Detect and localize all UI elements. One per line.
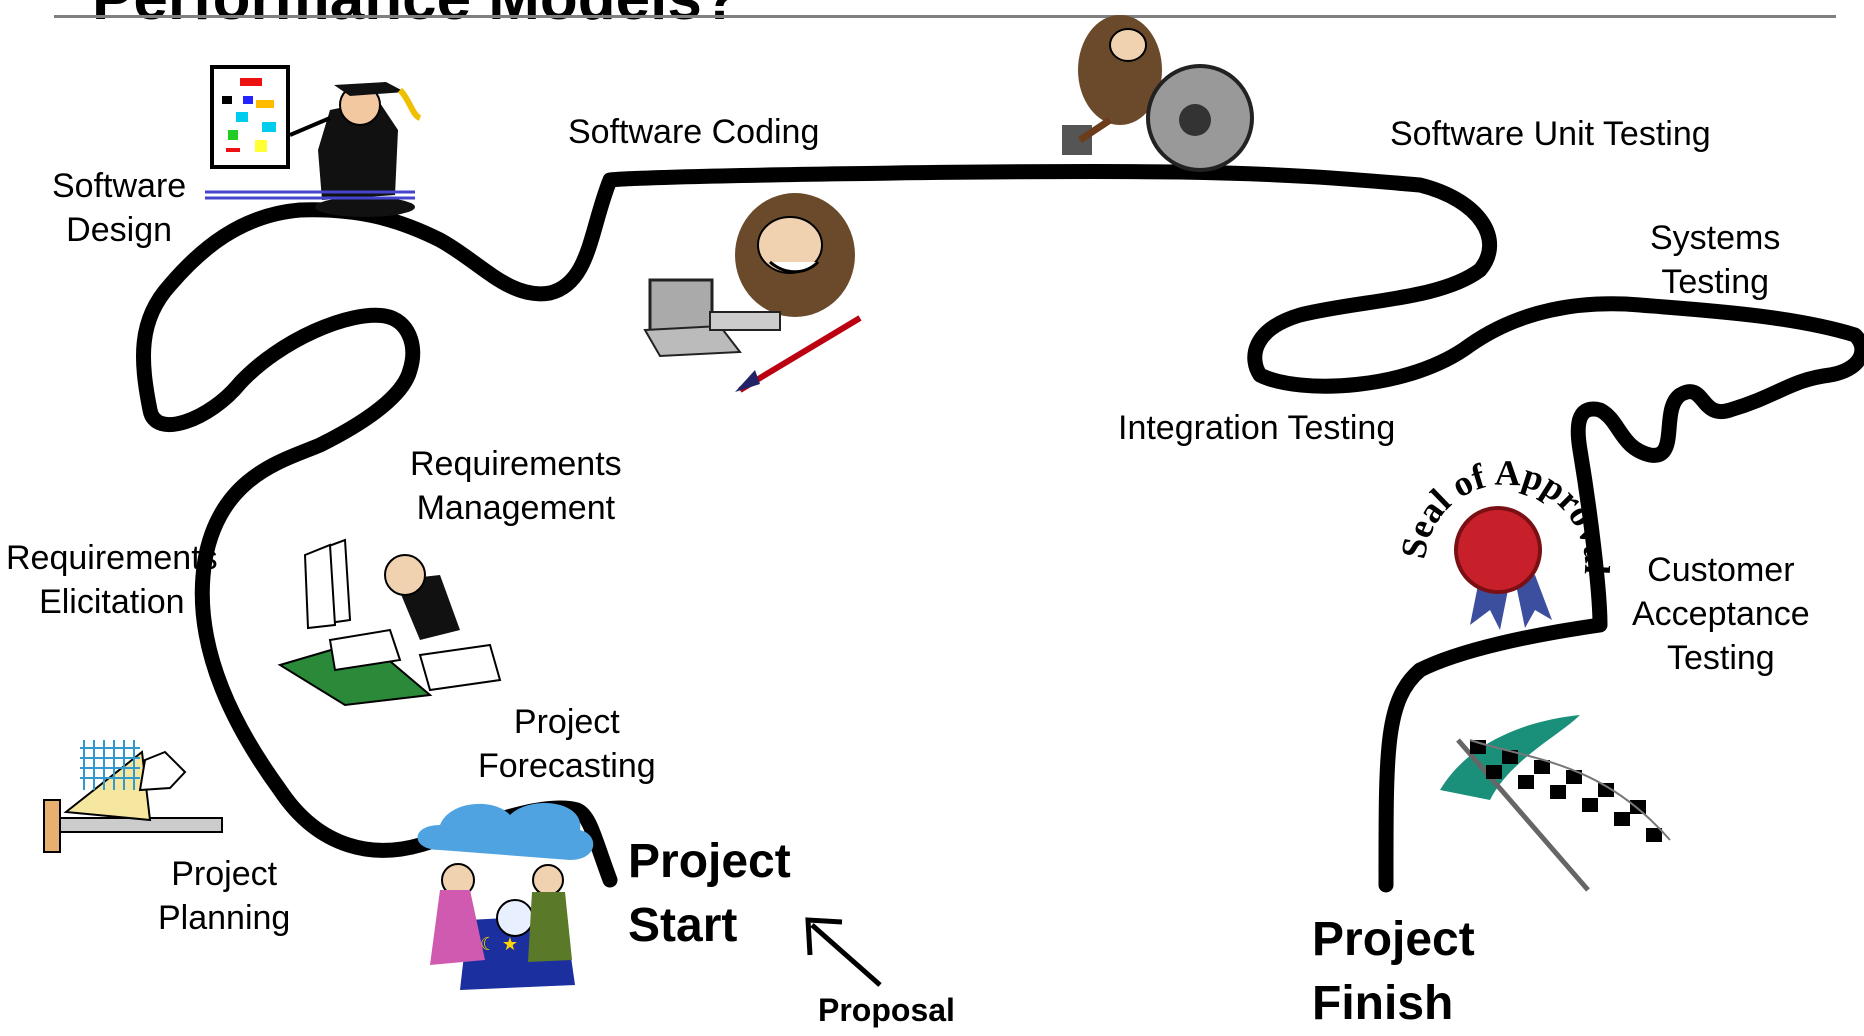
label-line: Customer xyxy=(1647,551,1795,589)
teacher-with-flowchart-icon xyxy=(205,65,422,217)
label-line: Project xyxy=(513,703,620,741)
checkered-flag-icon xyxy=(1440,715,1671,892)
label-line: Testing xyxy=(1661,263,1770,301)
label-software-design: Software Design xyxy=(52,164,186,252)
label-project-planning: Project Planning xyxy=(158,852,290,940)
title-divider xyxy=(54,15,1836,18)
label-requirements-elicitation: Requirements Elicitation xyxy=(6,536,218,624)
label-line: Project xyxy=(1312,913,1475,966)
label-line: Requirements xyxy=(6,539,218,577)
label-line: Requirements xyxy=(410,445,622,483)
label-line: Acceptance xyxy=(1632,595,1810,633)
label-line: Project xyxy=(628,835,791,888)
caveman-with-stone-wheel-icon xyxy=(1062,15,1254,172)
label-line: Finish xyxy=(1312,977,1454,1030)
label-line: Software xyxy=(52,167,187,205)
proposal-arrow xyxy=(805,917,882,987)
label-line: Elicitation xyxy=(39,583,185,621)
label-line: Management xyxy=(416,489,616,527)
label-line: Testing xyxy=(1666,639,1775,677)
project-road xyxy=(136,164,1864,893)
label-systems-testing: Systems Testing xyxy=(1650,216,1780,304)
svg-text:☾ ★: ☾ ★ xyxy=(480,934,518,955)
label-line: Planning xyxy=(158,899,291,937)
label-requirements-management: Requirements Management xyxy=(410,442,622,530)
label-line: Forecasting xyxy=(478,747,656,785)
label-project-start: Project Start xyxy=(628,830,791,958)
label-proposal: Proposal xyxy=(818,992,955,1028)
label-project-finish: Project Finish xyxy=(1312,908,1475,1036)
label-line: Systems xyxy=(1650,219,1781,257)
fortune-teller-icon: ☾ ★ xyxy=(417,803,594,990)
clerk-with-papers-icon xyxy=(277,538,502,707)
drafting-tools-icon xyxy=(43,740,223,853)
caveman-at-computer-icon xyxy=(643,193,862,393)
label-line: Design xyxy=(66,211,173,249)
label-customer-acceptance-testing: Customer Acceptance Testing xyxy=(1632,548,1810,680)
label-software-unit-testing: Software Unit Testing xyxy=(1390,115,1711,153)
label-software-coding: Software Coding xyxy=(568,113,820,151)
label-integration-testing: Integration Testing xyxy=(1118,409,1396,447)
label-line: Project xyxy=(171,855,278,893)
label-project-forecasting: Project Forecasting xyxy=(478,700,656,788)
label-line: Start xyxy=(628,899,738,952)
